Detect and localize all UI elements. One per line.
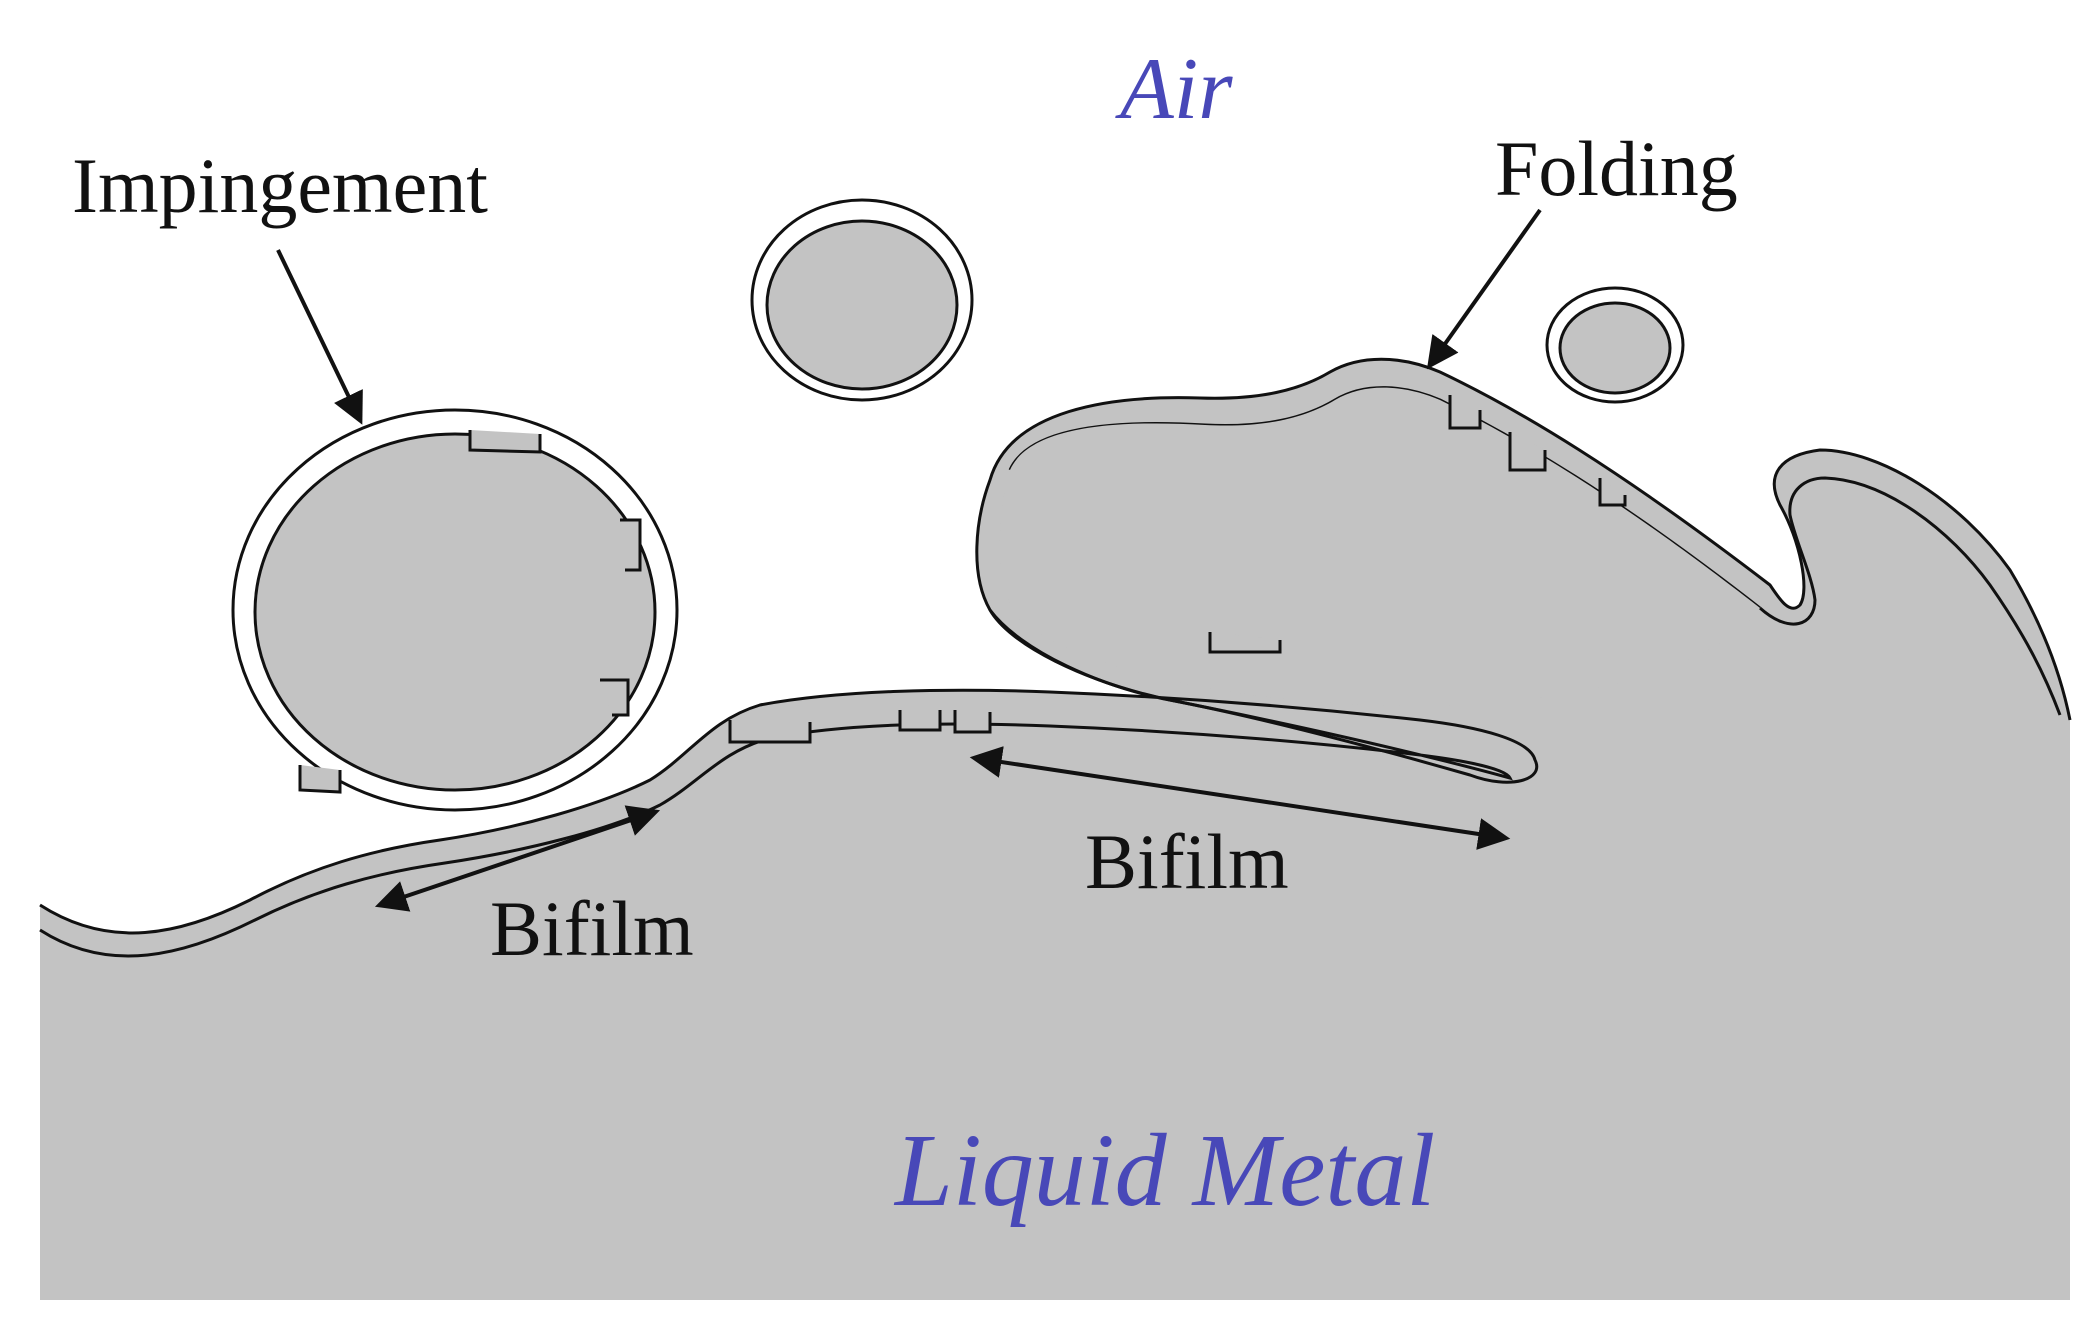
notch — [728, 720, 812, 744]
impingement-label: Impingement — [72, 142, 488, 229]
droplet-notch — [620, 518, 642, 572]
impingement-droplet — [231, 408, 679, 812]
folding-label: Folding — [1495, 125, 1738, 212]
floating-droplet-metal — [1558, 301, 1672, 395]
bifilm-left-label: Bifilm — [490, 885, 694, 972]
folding-arrow — [1426, 208, 1542, 370]
floating-droplet-large — [750, 198, 974, 402]
floating-droplet-small — [1545, 286, 1685, 404]
notch — [953, 710, 992, 734]
notch — [1598, 478, 1627, 507]
droplet-notch — [298, 765, 342, 794]
notch — [1508, 432, 1547, 472]
bifilm-right-label: Bifilm — [1085, 818, 1289, 905]
liquid-metal-label: Liquid Metal — [893, 1113, 1435, 1228]
bifilm-left-arrow — [374, 805, 661, 912]
floating-droplet-metal — [765, 219, 959, 391]
folded-metal-tongue — [999, 387, 1760, 706]
impingement-arrow — [276, 249, 363, 425]
annotation-arrows — [276, 208, 1542, 912]
droplet-notch — [600, 678, 630, 717]
fold-tip-skin — [1758, 476, 2062, 716]
air-label: Air — [1115, 41, 1233, 138]
bifilm-right-arrow — [969, 746, 1511, 850]
droplet-notch — [468, 430, 542, 454]
oxide-notches — [728, 395, 1627, 744]
notch — [1208, 632, 1282, 654]
notch — [1448, 395, 1482, 430]
droplet-metal — [253, 432, 657, 792]
notch — [898, 710, 942, 732]
